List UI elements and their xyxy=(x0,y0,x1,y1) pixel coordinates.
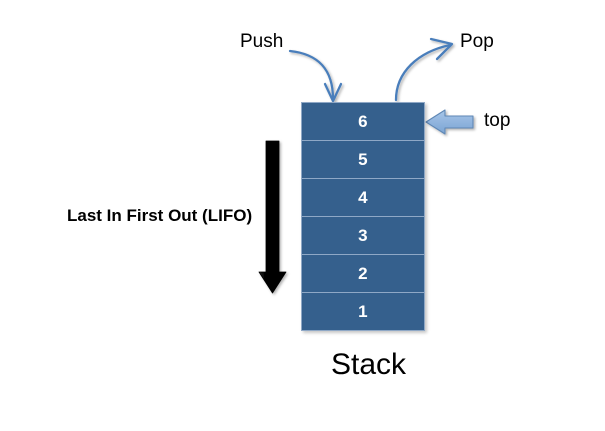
push-label: Push xyxy=(240,31,284,52)
lifo-label: Last In First Out (LIFO) xyxy=(67,206,253,225)
stack-title: Stack xyxy=(331,348,407,381)
pop-curved-arrow xyxy=(394,37,454,102)
push-curved-arrow xyxy=(288,49,343,103)
stack-cell-value: 4 xyxy=(358,188,368,207)
top-label: top xyxy=(484,110,511,131)
stack-cell-value: 6 xyxy=(358,112,368,131)
stack-cell-value: 2 xyxy=(358,264,368,283)
stack-cell[interactable]: 4 xyxy=(301,178,425,216)
stack-cell[interactable]: 6 xyxy=(301,102,425,140)
stack-cell-value: 1 xyxy=(358,302,368,321)
stack-cell[interactable]: 1 xyxy=(301,292,425,331)
stack-cell-value: 3 xyxy=(358,226,368,245)
stack-cell[interactable]: 3 xyxy=(301,216,425,254)
pop-label: Pop xyxy=(460,31,494,52)
lifo-down-arrow xyxy=(258,140,287,294)
stack-cell[interactable]: 2 xyxy=(301,254,425,292)
stack-cell[interactable]: 5 xyxy=(301,140,425,178)
stack-cell-value: 5 xyxy=(358,150,368,169)
stack-container: 6 5 4 3 2 1 xyxy=(301,102,425,331)
top-pointer-arrow xyxy=(425,109,474,135)
